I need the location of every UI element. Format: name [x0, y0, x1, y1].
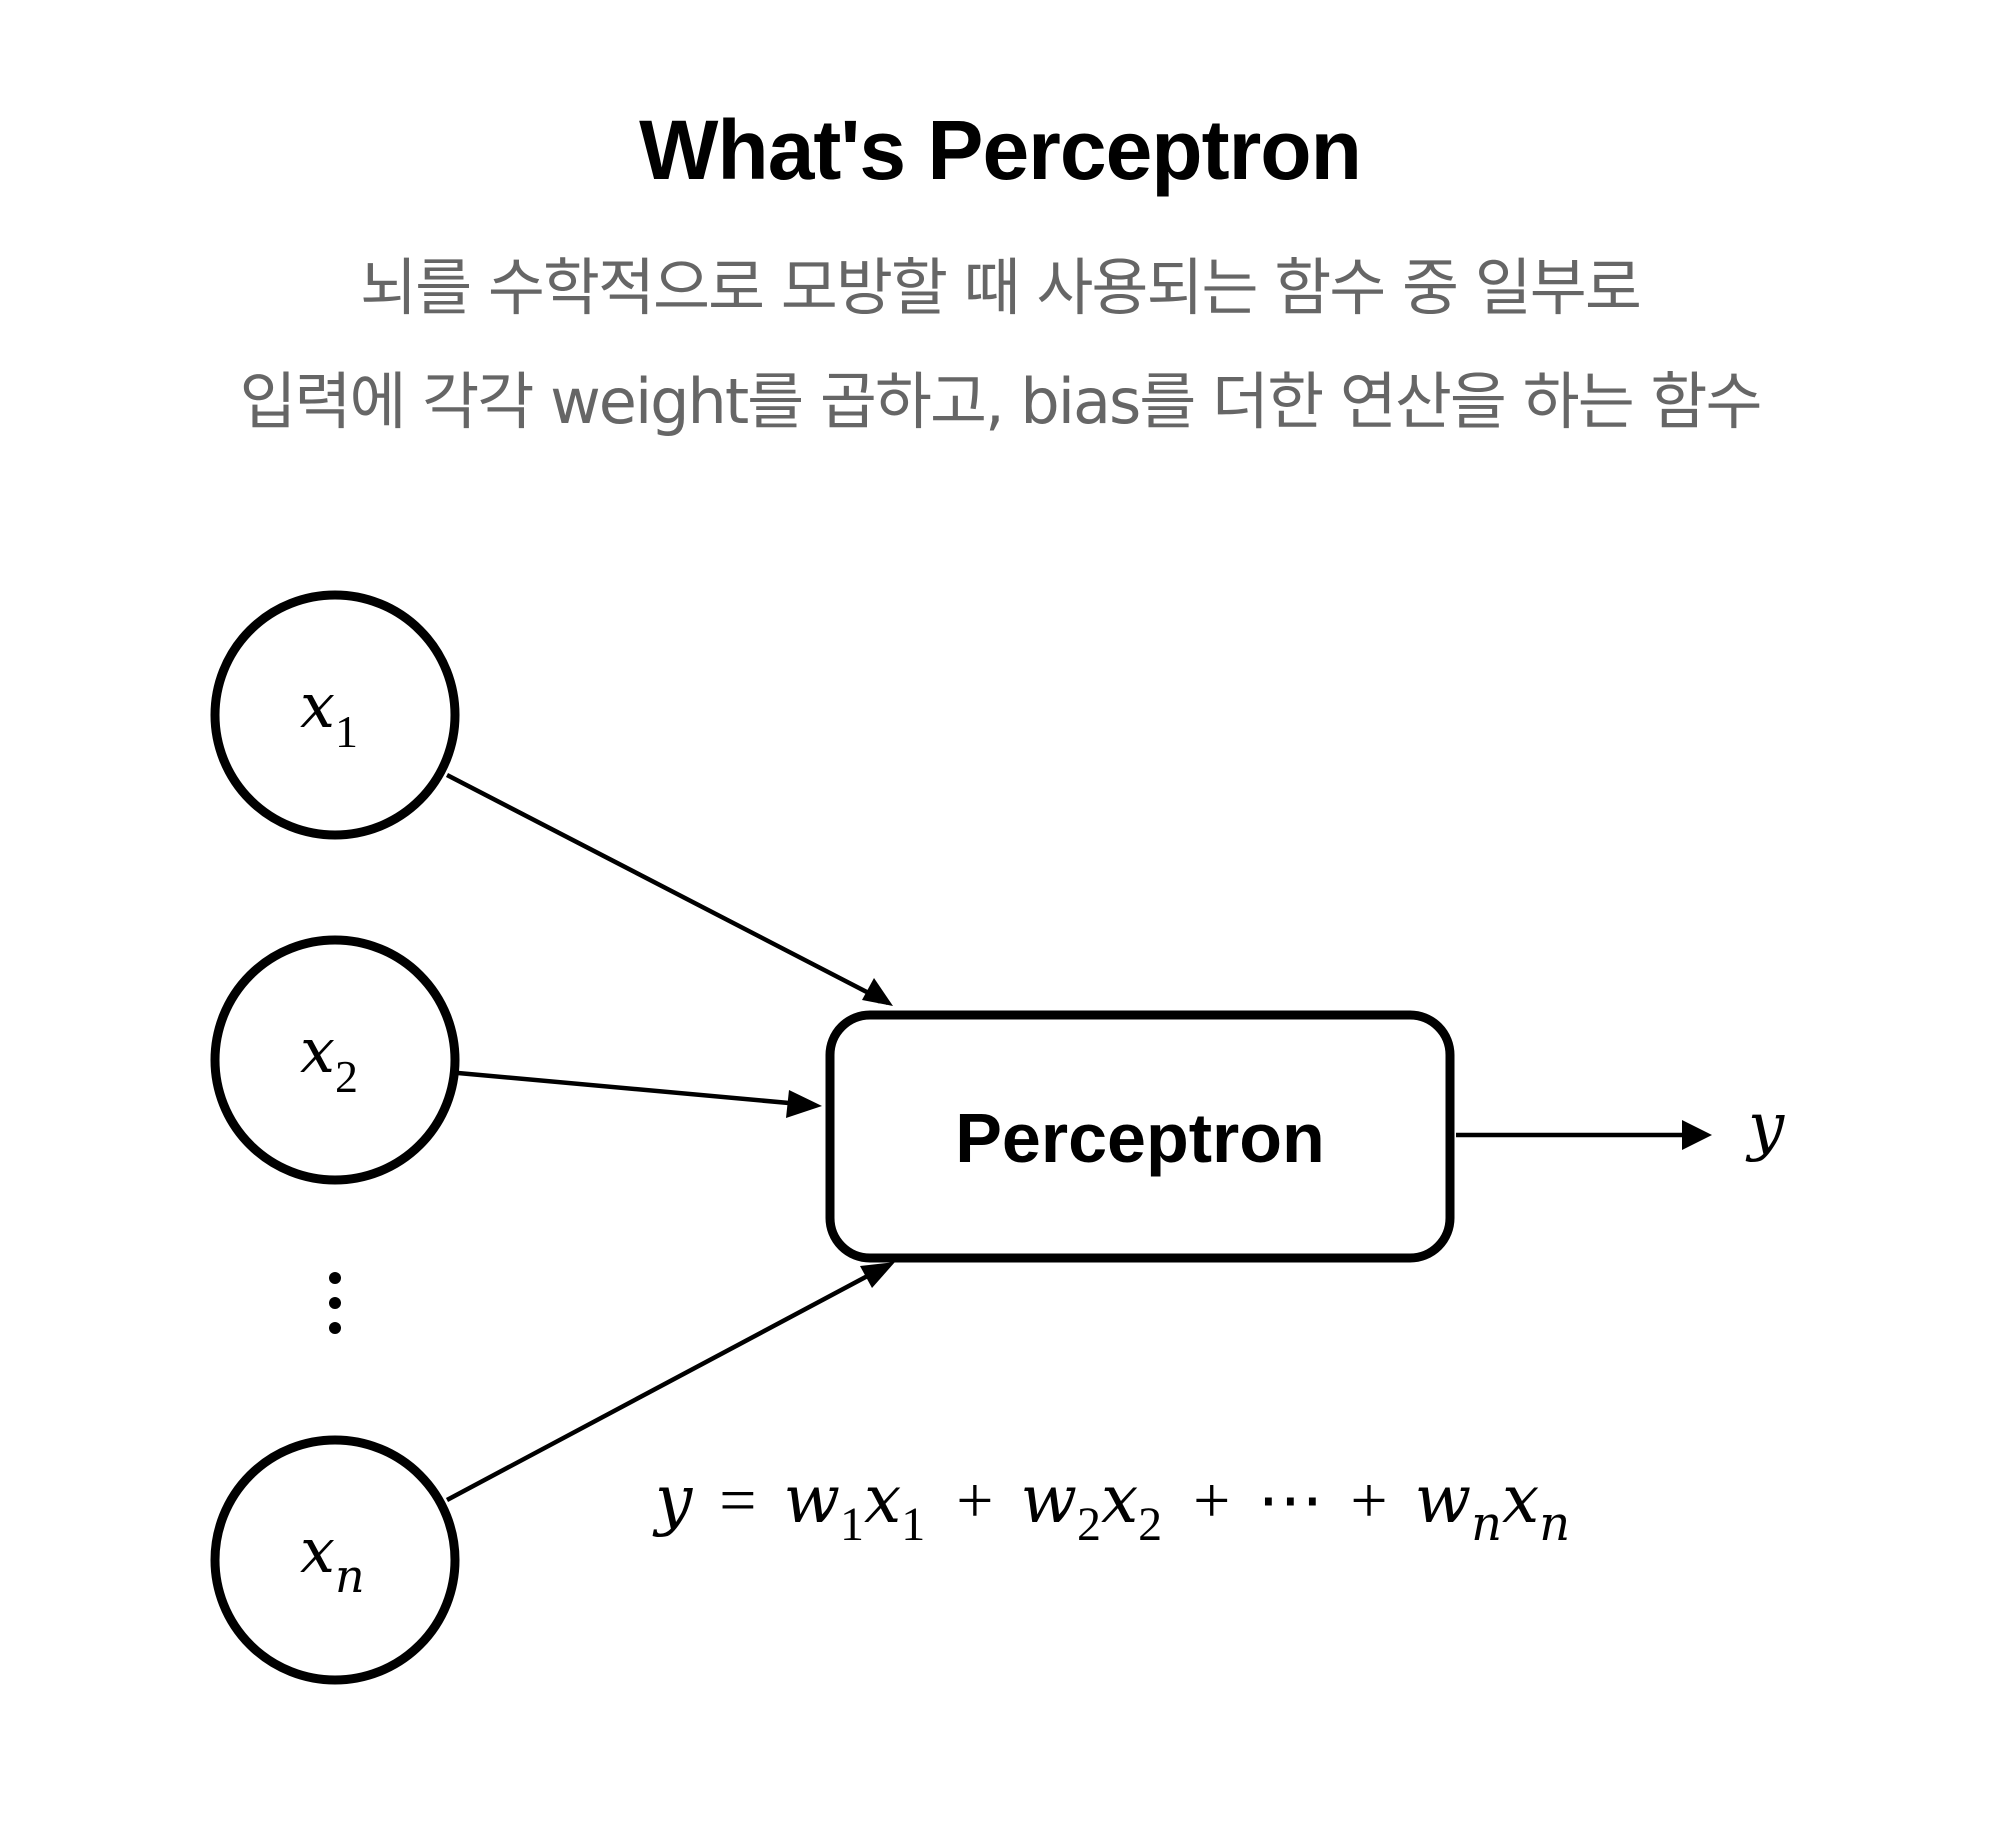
input-label-xn: xn: [300, 1514, 365, 1603]
arrowhead-x2-icon: [786, 1090, 822, 1118]
input-label-x1: x1: [300, 669, 358, 757]
arrowhead-xn-icon: [860, 1262, 895, 1288]
perceptron-node: Perceptron: [825, 1010, 1455, 1263]
perceptron-label: Perceptron: [955, 1099, 1325, 1177]
edge-x2-to-perceptron: [457, 1070, 801, 1107]
arrowhead-x1-icon: [862, 978, 893, 1006]
input-label-x2: x2: [300, 1014, 358, 1102]
output-label-y: y: [1745, 1090, 1785, 1164]
edge-xn-to-perceptron: [445, 1270, 877, 1502]
input-node-x2: x2: [210, 935, 460, 1185]
ellipsis-icon: [329, 1272, 341, 1334]
subtitle-line-2: 입력에 각각 weight를 곱하고, bias를 더한 연산을 하는 함수: [239, 365, 1762, 438]
input-node-xn: xn: [210, 1435, 460, 1685]
perceptron-equation: y = w1x1 + w2x2 + ⋯ + wnxn: [652, 1461, 1570, 1556]
input-node-x1: x1: [210, 590, 460, 840]
subtitle-line-1: 뇌를 수학적으로 모방할 때 사용되는 함수 중 일부로: [360, 251, 1642, 324]
page-title: What's Perceptron: [639, 103, 1362, 197]
arrowhead-output-icon: [1682, 1120, 1712, 1150]
edge-x1-to-perceptron: [445, 773, 890, 1005]
